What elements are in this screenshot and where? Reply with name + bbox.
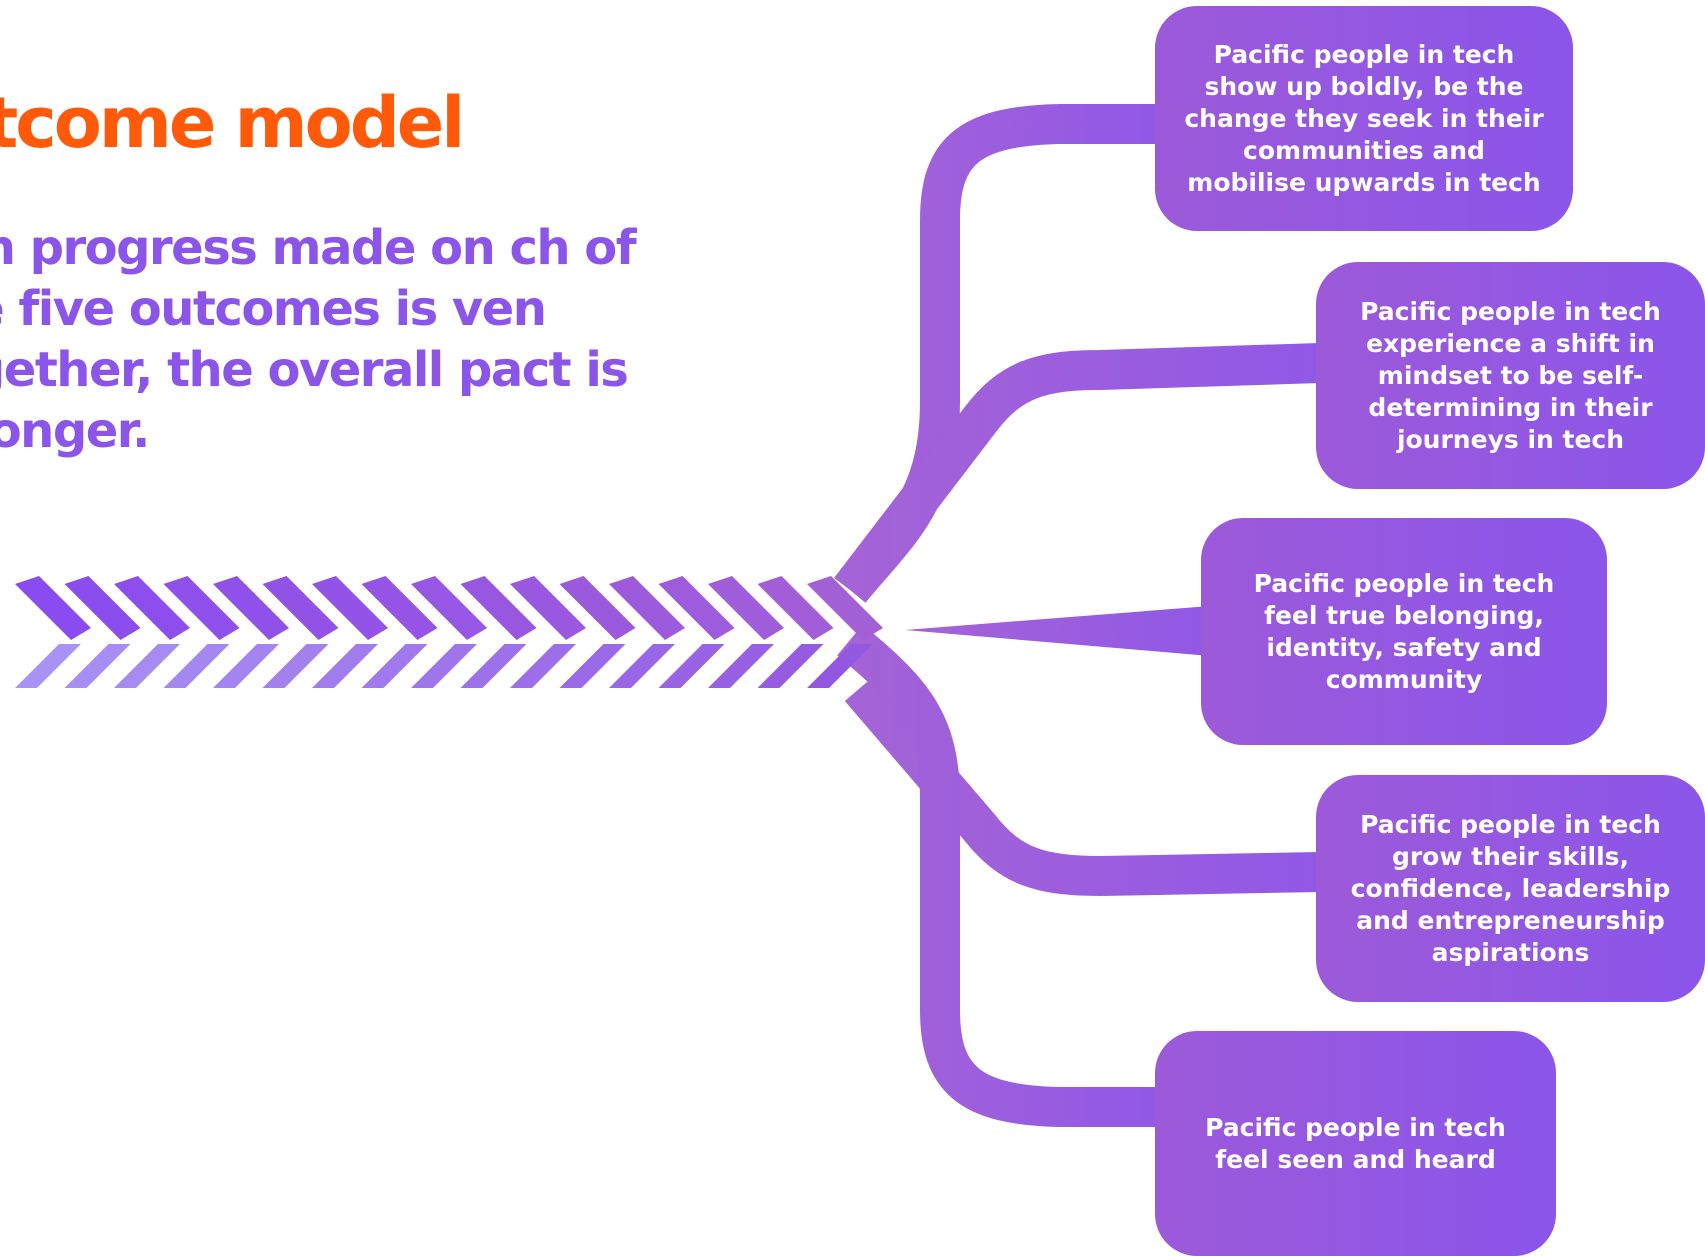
chevron-upper-8 bbox=[361, 576, 438, 640]
chevron-upper-13 bbox=[609, 576, 685, 640]
chevron-upper-5 bbox=[213, 576, 289, 640]
outcome-box-4: Pacific people in tech grow their skills… bbox=[1316, 775, 1705, 1002]
branch-connector-4 bbox=[844, 674, 1321, 897]
outcome-text-2: Pacific people in tech experience a shif… bbox=[1360, 296, 1661, 454]
chevron-upper-6 bbox=[262, 576, 339, 640]
chevron-band bbox=[15, 576, 883, 688]
chevron-upper-3 bbox=[114, 576, 190, 640]
chevron-upper-11 bbox=[510, 576, 586, 640]
chevron-lower-16 bbox=[757, 644, 824, 688]
chevron-upper-17 bbox=[807, 576, 883, 640]
chevron-lower-11 bbox=[510, 644, 576, 688]
chevron-lower-15 bbox=[708, 644, 774, 688]
chevron-upper-7 bbox=[312, 576, 388, 640]
chevron-upper-14 bbox=[658, 576, 735, 640]
outcome-text-5: Pacific people in tech feel seen and hea… bbox=[1205, 1112, 1506, 1174]
chevron-lower-9 bbox=[411, 644, 477, 688]
outcome-box-5: Pacific people in tech feel seen and hea… bbox=[1155, 1031, 1556, 1256]
branch-connector-5 bbox=[837, 624, 1160, 1127]
chevron-lower-8 bbox=[361, 644, 428, 688]
outcome-text-3: Pacific people in tech feel true belongi… bbox=[1253, 568, 1555, 694]
outcome-box-1: Pacific people in tech show up boldly, b… bbox=[1155, 6, 1573, 231]
outcome-text-1: Pacific people in tech show up boldly, b… bbox=[1184, 39, 1544, 197]
chevron-upper-2 bbox=[64, 576, 141, 640]
chevron-upper-1 bbox=[15, 576, 91, 640]
chevron-lower-3 bbox=[114, 644, 180, 688]
chevron-upper-9 bbox=[411, 576, 487, 640]
chevron-upper-16 bbox=[757, 576, 834, 640]
chevron-lower-2 bbox=[64, 644, 131, 688]
outcome-box-3: Pacific people in tech feel true belongi… bbox=[1201, 518, 1607, 745]
chevron-lower-10 bbox=[460, 644, 527, 688]
chevron-upper-15 bbox=[708, 576, 784, 640]
chevron-lower-1 bbox=[15, 644, 81, 688]
branch-group bbox=[834, 104, 1321, 1127]
chevron-lower-12 bbox=[559, 644, 626, 688]
chevron-lower-7 bbox=[312, 644, 378, 688]
outcome-text-4: Pacific people in tech grow their skills… bbox=[1350, 809, 1671, 967]
chevron-upper-4 bbox=[163, 576, 240, 640]
chevron-upper-12 bbox=[559, 576, 636, 640]
branch-connector-2 bbox=[834, 343, 1321, 603]
chevron-lower-14 bbox=[658, 644, 725, 688]
chevron-lower-17 bbox=[807, 644, 873, 688]
page-title: utcome model bbox=[0, 82, 465, 164]
branch-connector-3 bbox=[905, 606, 1210, 656]
page-subtitle: hen progress made on ch of the five outc… bbox=[0, 220, 637, 459]
chevron-lower-13 bbox=[609, 644, 675, 688]
chevron-lower-5 bbox=[213, 644, 279, 688]
chevron-lower-6 bbox=[262, 644, 329, 688]
outcome-box-2: Pacific people in tech experience a shif… bbox=[1316, 262, 1705, 489]
chevron-upper-10 bbox=[460, 576, 537, 640]
chevron-lower-4 bbox=[163, 644, 230, 688]
